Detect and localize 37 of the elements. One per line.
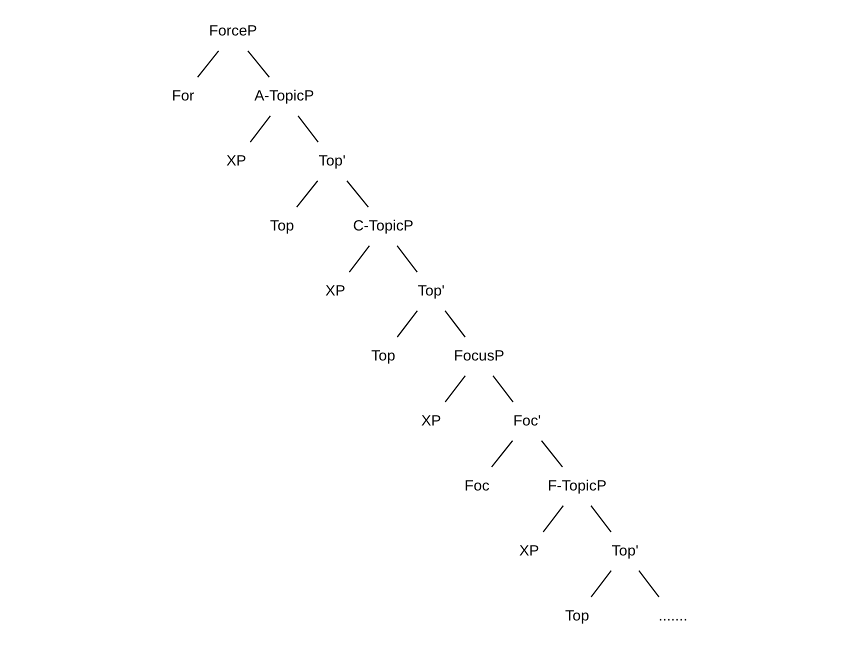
node-text: Foc xyxy=(464,478,489,494)
node-text: Top xyxy=(370,348,395,364)
connector xyxy=(444,310,466,338)
connector xyxy=(297,115,318,143)
node-text: F-TopicP xyxy=(547,478,606,494)
node-text: A-TopicP xyxy=(254,88,314,105)
node-text: ....... xyxy=(658,608,687,624)
connector xyxy=(348,245,370,272)
node-text: Foc' xyxy=(512,413,540,430)
connector xyxy=(296,180,318,208)
node-text: ForceP xyxy=(208,24,257,40)
connector xyxy=(590,505,612,532)
node-text: For xyxy=(171,88,194,105)
connector xyxy=(542,505,564,532)
node-text: Top' xyxy=(417,283,444,300)
node-text: XP xyxy=(324,283,345,300)
node-text: Top' xyxy=(318,154,346,170)
connector xyxy=(590,570,612,598)
connector xyxy=(396,245,418,272)
connector xyxy=(638,570,659,598)
connector xyxy=(196,50,219,78)
connector xyxy=(444,375,466,402)
connector xyxy=(540,440,562,468)
node-text: XP xyxy=(518,543,539,560)
node-text: Top xyxy=(270,218,294,234)
node-text: Top' xyxy=(611,543,638,560)
node-text: XP xyxy=(226,154,246,170)
node-text: FocusP xyxy=(453,348,504,364)
connector xyxy=(346,180,368,208)
node-text: XP xyxy=(420,413,441,430)
node-text: C-TopicP xyxy=(352,218,414,234)
connector xyxy=(492,375,514,402)
connector xyxy=(396,310,418,338)
connector xyxy=(490,440,513,468)
connector xyxy=(249,115,270,143)
node-text: Top xyxy=(564,608,589,624)
connector xyxy=(246,50,270,78)
